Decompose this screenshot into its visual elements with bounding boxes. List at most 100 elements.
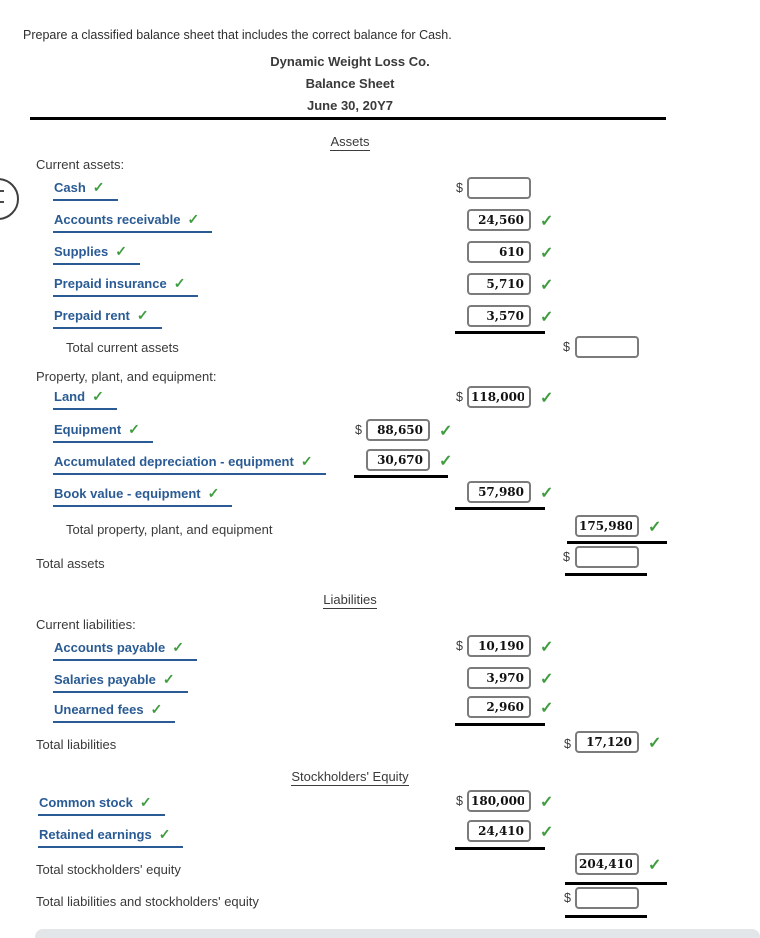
- account-select-equipment[interactable]: Equipment✓: [53, 421, 153, 443]
- account-select-prepaid-rent[interactable]: Prepaid rent✓: [53, 307, 162, 329]
- account-select-salaries-payable[interactable]: Salaries payable✓: [53, 671, 188, 693]
- subtotal-rule: [455, 331, 545, 334]
- account-select-unearned-fees[interactable]: Unearned fees✓: [53, 701, 176, 723]
- account-select-book-value-equipment[interactable]: Book value - equipment✓: [53, 485, 233, 507]
- correct-check-icon: ✓: [540, 639, 554, 656]
- correct-check-icon: ✓: [540, 824, 554, 841]
- correct-check-icon: ✓: [92, 179, 105, 195]
- total-rule: [565, 915, 647, 918]
- account-select-prepaid-insurance[interactable]: Prepaid insurance✓: [53, 275, 199, 297]
- dollar-sign: $: [456, 794, 463, 808]
- edge-dash-decoration: [0, 201, 4, 203]
- account-select-accounts-receivable[interactable]: Accounts receivable✓: [53, 211, 213, 233]
- correct-check-icon: ✓: [648, 857, 662, 874]
- dollar-sign: $: [563, 550, 570, 564]
- amount-input-salaries-payable[interactable]: [467, 667, 531, 689]
- subtotal-rule: [455, 507, 545, 510]
- total-liabilities-and-equity-label: Total liabilities and stockholders' equi…: [36, 894, 259, 909]
- correct-check-icon: ✓: [128, 421, 140, 437]
- correct-check-icon: ✓: [439, 423, 453, 440]
- correct-check-icon: ✓: [139, 794, 152, 810]
- correct-check-icon: ✓: [648, 735, 662, 752]
- dollar-sign: $: [355, 423, 362, 437]
- amount-input-prepaid-insurance[interactable]: [467, 273, 531, 295]
- edge-dash-decoration: [0, 190, 4, 192]
- correct-check-icon: ✓: [300, 453, 313, 469]
- correct-check-icon: ✓: [115, 243, 127, 259]
- correct-check-icon: ✓: [136, 307, 149, 323]
- correct-check-icon: ✓: [150, 701, 163, 717]
- amount-input-total-liabilities[interactable]: [575, 731, 639, 753]
- account-select-retained-earnings[interactable]: Retained earnings✓: [38, 826, 184, 848]
- amount-input-prepaid-rent[interactable]: [467, 305, 531, 327]
- amount-input-equipment[interactable]: [366, 419, 430, 441]
- account-select-common-stock[interactable]: Common stock✓: [38, 794, 165, 816]
- amount-input-accounts-payable[interactable]: [467, 635, 531, 657]
- ppe-label: Property, plant, and equipment:: [36, 369, 217, 384]
- correct-check-icon: ✓: [540, 309, 554, 326]
- title-rule: [30, 117, 666, 120]
- subtotal-rule: [567, 541, 667, 544]
- account-select-accounts-payable[interactable]: Accounts payable✓: [53, 639, 197, 661]
- amount-input-cash[interactable]: [467, 177, 531, 199]
- dollar-sign: $: [456, 181, 463, 195]
- amount-input-total-current-assets[interactable]: [575, 336, 639, 358]
- correct-check-icon: ✓: [173, 275, 186, 291]
- subtotal-rule: [455, 723, 545, 726]
- amount-input-accumulated-depreciation[interactable]: [366, 449, 430, 471]
- correct-check-icon: ✓: [187, 211, 200, 227]
- dollar-sign: $: [564, 891, 571, 905]
- dollar-sign: $: [456, 639, 463, 653]
- account-select-accumulated-depreciation[interactable]: Accumulated depreciation - equipment✓: [53, 453, 326, 475]
- subtotal-rule: [565, 882, 667, 885]
- correct-check-icon: ✓: [648, 519, 662, 536]
- correct-check-icon: ✓: [540, 794, 554, 811]
- amount-input-land[interactable]: [467, 386, 531, 408]
- company-name: Dynamic Weight Loss Co.: [270, 54, 430, 69]
- account-select-land[interactable]: Land✓: [53, 388, 117, 410]
- subtotal-rule: [354, 475, 448, 478]
- correct-check-icon: ✓: [540, 390, 554, 407]
- report-date: June 30, 20Y7: [307, 98, 393, 113]
- correct-check-icon: ✓: [439, 453, 453, 470]
- total-rule: [565, 573, 647, 576]
- amount-input-unearned-fees[interactable]: [467, 696, 531, 718]
- section-header-assets: Assets: [330, 134, 370, 151]
- amount-input-total-liabilities-and-equity[interactable]: [575, 887, 639, 909]
- dollar-sign: $: [564, 737, 571, 751]
- account-select-supplies[interactable]: Supplies✓: [53, 243, 140, 265]
- current-assets-label: Current assets:: [36, 157, 125, 172]
- total-current-assets-label: Total current assets: [66, 340, 179, 355]
- report-title: Balance Sheet: [305, 76, 395, 91]
- amount-input-total-assets[interactable]: [575, 546, 639, 568]
- correct-check-icon: ✓: [540, 671, 554, 688]
- amount-input-retained-earnings[interactable]: [467, 820, 531, 842]
- amount-input-total-ppe[interactable]: [575, 515, 639, 537]
- amount-input-common-stock[interactable]: [467, 790, 531, 812]
- amount-input-accounts-receivable[interactable]: [467, 209, 531, 231]
- subtotal-rule: [455, 847, 545, 850]
- amount-input-total-stockholders-equity[interactable]: [575, 853, 639, 875]
- page-edge-circle-decoration: [0, 178, 19, 220]
- correct-check-icon: ✓: [158, 826, 171, 842]
- section-header-stockholders-equity: Stockholders' Equity: [291, 769, 409, 786]
- total-assets-label: Total assets: [36, 556, 105, 571]
- amount-input-book-value-equipment[interactable]: [467, 481, 531, 503]
- correct-check-icon: ✓: [540, 485, 554, 502]
- section-header-liabilities: Liabilities: [323, 592, 377, 609]
- correct-check-icon: ✓: [540, 277, 554, 294]
- correct-check-icon: ✓: [540, 700, 554, 717]
- correct-check-icon: ✓: [540, 213, 554, 230]
- instruction-text: Prepare a classified balance sheet that …: [23, 28, 452, 42]
- amount-input-supplies[interactable]: [467, 241, 531, 263]
- correct-check-icon: ✓: [162, 671, 175, 687]
- correct-check-icon: ✓: [92, 388, 104, 404]
- dollar-sign: $: [563, 340, 570, 354]
- correct-check-icon: ✓: [207, 485, 220, 501]
- current-liabilities-label: Current liabilities:: [36, 617, 136, 632]
- total-stockholders-equity-label: Total stockholders' equity: [36, 862, 181, 877]
- dollar-sign: $: [456, 390, 463, 404]
- account-select-cash[interactable]: Cash✓: [53, 179, 118, 201]
- total-ppe-label: Total property, plant, and equipment: [66, 522, 273, 537]
